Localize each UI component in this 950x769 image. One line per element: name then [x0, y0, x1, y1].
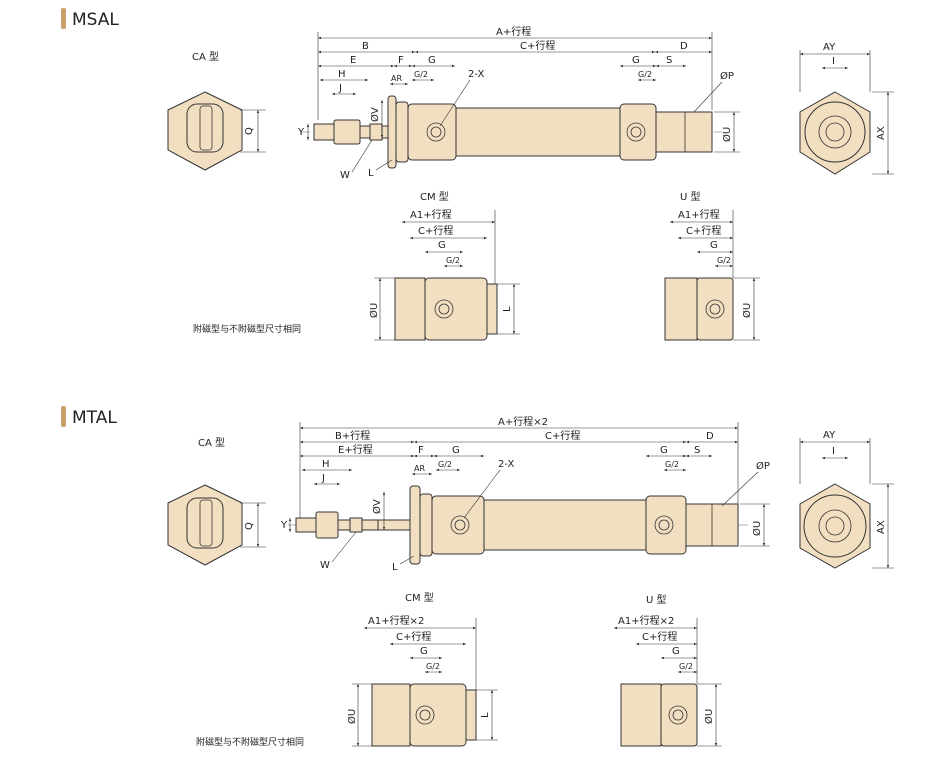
- dim-g2: G/2: [438, 460, 452, 469]
- dim-ay: AY: [823, 430, 836, 441]
- cm-g2: G/2: [426, 662, 440, 671]
- end-view-ca-label: CA 型: [192, 50, 219, 63]
- dim-v: ØV: [369, 107, 381, 122]
- side-view-msal: A+行程 B C+行程 D E F G G S H AR G/2 G/2: [297, 25, 740, 181]
- u-u: ØU: [741, 303, 753, 318]
- cm-g2: G/2: [446, 256, 460, 265]
- label-w: W: [340, 170, 350, 181]
- cm-a1: A1+行程×2: [368, 614, 424, 627]
- dim-u: ØU: [721, 127, 733, 142]
- dim-b: B+行程: [335, 429, 370, 442]
- cm-g: G: [438, 240, 446, 251]
- dim-u: ØU: [751, 521, 763, 536]
- u-u: ØU: [703, 709, 715, 724]
- end-view-ca: CA 型 Q: [167, 436, 266, 566]
- u-title: U 型: [646, 593, 667, 606]
- dim-g2-rear: G/2: [665, 460, 679, 469]
- u-g2: G/2: [679, 662, 693, 671]
- dim-g-rear: G: [660, 445, 668, 456]
- cm-u: ØU: [368, 303, 380, 318]
- dim-g2: G/2: [414, 70, 428, 79]
- dim-j: J: [321, 473, 325, 484]
- dim-overall: A+行程×2: [498, 415, 548, 428]
- end-view-ca: CA 型 Q: [167, 50, 266, 171]
- svg-text:Q: Q: [244, 522, 255, 530]
- dim-f: F: [418, 445, 424, 456]
- dim-b: B: [362, 41, 369, 52]
- dim-f: F: [398, 55, 404, 66]
- dim-g: G: [428, 55, 436, 66]
- label-p: ØP: [720, 70, 734, 82]
- section-marker: [61, 406, 66, 427]
- section-msal: MSAL CA 型 Q: [61, 8, 894, 341]
- end-view-ca-label: CA 型: [198, 436, 225, 449]
- dim-s: S: [666, 55, 672, 66]
- label-w: W: [320, 560, 330, 571]
- u-c: C+行程: [686, 224, 721, 237]
- label-2x: 2-X: [498, 459, 514, 470]
- note: 附磁型与不附磁型尺寸相同: [196, 736, 304, 748]
- section-title: MTAL: [72, 408, 117, 428]
- dim-ax: AX: [876, 126, 887, 140]
- dim-y: Y: [280, 520, 288, 531]
- section-marker: [61, 8, 66, 29]
- dim-ar: AR: [391, 74, 402, 83]
- dim-ax: AX: [876, 520, 887, 534]
- label-l: L: [392, 562, 398, 573]
- u-view-msal: U 型 A1+行程 C+行程 G G/2 ØU: [664, 190, 760, 341]
- dim-h: H: [322, 459, 330, 470]
- label-p: ØP: [756, 460, 770, 472]
- dim-y: Y: [297, 127, 305, 138]
- dim-i: I: [832, 446, 835, 457]
- label-2x: 2-X: [468, 69, 484, 80]
- cm-a1: A1+行程: [410, 208, 452, 221]
- dim-e: E+行程: [338, 443, 373, 456]
- dim-g: G: [452, 445, 460, 456]
- dim-j: J: [338, 83, 342, 94]
- side-view-mtal: A+行程×2 B+行程 C+行程 D E+行程 F G G S H AR G/2: [280, 415, 770, 573]
- end-view-rear: AY I AX: [799, 430, 894, 569]
- cm-view-msal: CM 型 A1+行程 C+行程 G G/2 ØU L: [368, 190, 520, 341]
- section-title: MSAL: [72, 10, 119, 30]
- cm-title: CM 型: [420, 190, 449, 203]
- dim-g-rear: G: [632, 55, 640, 66]
- cm-view-mtal: CM 型 A1+行程×2 C+行程 G G/2 ØU L: [346, 591, 498, 747]
- u-view-mtal: U 型 A1+行程×2 C+行程 G G/2 ØU: [614, 593, 722, 747]
- end-view-rear: AY I AX: [799, 42, 894, 175]
- dim-stroke: C+行程: [520, 39, 555, 52]
- dim-s: S: [694, 445, 700, 456]
- dim-stroke: C+行程: [545, 429, 580, 442]
- cm-l: L: [480, 712, 491, 718]
- cm-c: C+行程: [396, 630, 431, 643]
- dim-g2-rear: G/2: [638, 70, 652, 79]
- dim-d: D: [680, 41, 688, 52]
- dim-i: I: [832, 56, 835, 67]
- cm-g: G: [420, 646, 428, 657]
- dim-v: ØV: [371, 499, 383, 514]
- u-g: G: [710, 240, 718, 251]
- section-mtal: MTAL CA 型 Q: [61, 406, 894, 748]
- cm-l: L: [502, 306, 513, 312]
- dim-d: D: [706, 431, 714, 442]
- cm-c: C+行程: [418, 224, 453, 237]
- u-g: G: [672, 646, 680, 657]
- dim-overall: A+行程: [496, 25, 531, 38]
- dim-e: E: [350, 55, 356, 66]
- note: 附磁型与不附磁型尺寸相同: [193, 323, 301, 335]
- dim-ar: AR: [414, 464, 425, 473]
- label-l: L: [368, 168, 374, 179]
- u-a1: A1+行程×2: [618, 614, 674, 627]
- u-g2: G/2: [717, 256, 731, 265]
- dim-ay: AY: [823, 42, 836, 53]
- dim-h: H: [338, 69, 346, 80]
- cm-title: CM 型: [405, 591, 434, 604]
- u-c: C+行程: [642, 630, 677, 643]
- svg-text:Q: Q: [244, 127, 255, 135]
- cm-u: ØU: [346, 709, 358, 724]
- u-title: U 型: [680, 190, 701, 203]
- u-a1: A1+行程: [678, 208, 720, 221]
